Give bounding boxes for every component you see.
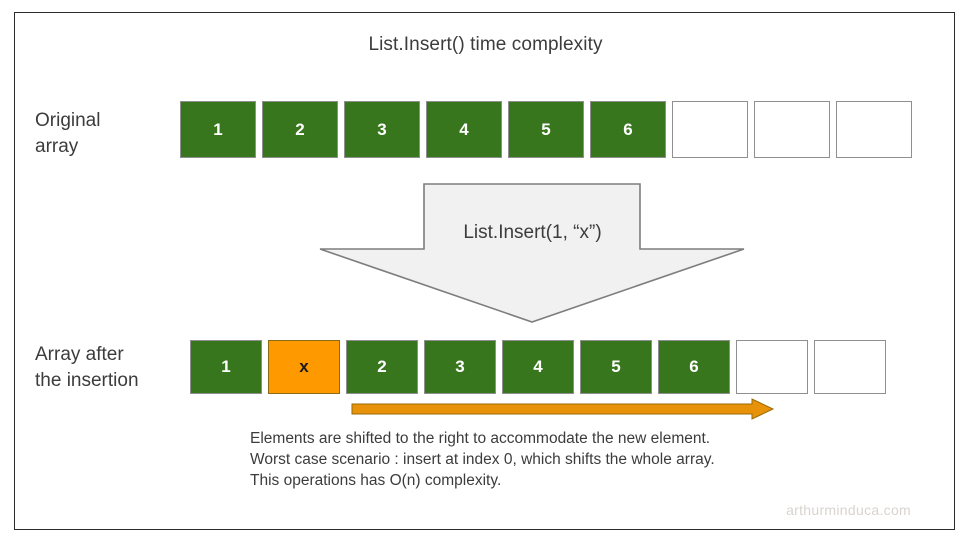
insert-operation-label: List.Insert(1, “x”) <box>463 222 602 243</box>
array-after-insertion-row: 1 x 2 3 4 5 6 <box>190 340 892 394</box>
watermark: arthurminduca.com <box>786 502 911 518</box>
array-cell: 3 <box>344 101 420 158</box>
insert-operation-arrow-icon <box>310 182 755 324</box>
array-cell: 3 <box>424 340 496 394</box>
array-cell: 4 <box>426 101 502 158</box>
array-cell-empty <box>836 101 912 158</box>
array-cell: 5 <box>508 101 584 158</box>
caption-line-1: Elements are shifted to the right to acc… <box>250 430 711 447</box>
shift-right-arrow-icon <box>350 398 775 422</box>
array-cell: 2 <box>262 101 338 158</box>
array-cell-empty <box>736 340 808 394</box>
caption-block: Elements are shifted to the right to acc… <box>250 428 715 491</box>
page-title: List.Insert() time complexity <box>368 34 603 55</box>
array-cell-empty <box>814 340 886 394</box>
original-array-row: 1 2 3 4 5 6 <box>180 101 918 158</box>
array-cell: 1 <box>180 101 256 158</box>
array-cell: 6 <box>658 340 730 394</box>
caption-line-3: This operations has O(n) complexity. <box>250 472 502 489</box>
array-cell: 1 <box>190 340 262 394</box>
array-cell-empty <box>754 101 830 158</box>
array-after-insertion-label: Array after the insertion <box>35 344 139 391</box>
array-cell-empty <box>672 101 748 158</box>
array-cell: 5 <box>580 340 652 394</box>
array-cell-inserted: x <box>268 340 340 394</box>
array-cell: 2 <box>346 340 418 394</box>
array-cell: 6 <box>590 101 666 158</box>
caption-line-2: Worst case scenario : insert at index 0,… <box>250 451 715 468</box>
original-array-label: Original array <box>35 110 101 157</box>
array-cell: 4 <box>502 340 574 394</box>
